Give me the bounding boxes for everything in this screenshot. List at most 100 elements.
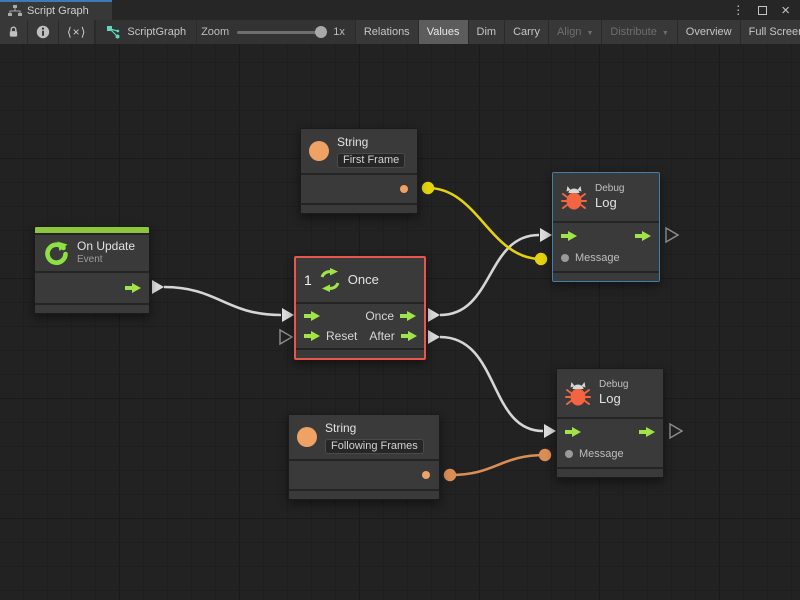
fullscreen-button[interactable]: Full Screen — [740, 20, 800, 44]
wire-once-to-debug1[interactable] — [439, 233, 540, 317]
message-input-port[interactable] — [561, 253, 569, 262]
after-out-port[interactable] — [428, 330, 440, 344]
after-output-arrow[interactable] — [400, 331, 417, 341]
zoom-area: Zoom 1x — [197, 20, 355, 44]
loop-icon — [45, 241, 68, 265]
bug-icon — [565, 382, 591, 406]
align-button[interactable]: Align▼ — [548, 20, 602, 44]
node-string-following-frames[interactable]: String Following Frames — [288, 414, 440, 500]
chevron-down-icon: ▼ — [586, 29, 594, 37]
node-footer — [553, 273, 659, 281]
once-input-arrowhead[interactable] — [282, 308, 294, 322]
node-debug-log-2[interactable]: Debug Log Message — [556, 368, 664, 478]
carry-button[interactable]: Carry — [505, 20, 548, 44]
node-title: String — [337, 134, 369, 149]
string-output-port[interactable] — [422, 471, 430, 479]
tab-script-graph[interactable]: Script Graph — [0, 0, 112, 20]
node-subtitle: Event — [77, 254, 103, 266]
maximize-icon[interactable] — [758, 5, 768, 15]
lock-button[interactable] — [0, 20, 27, 44]
node-once[interactable]: 1 Once Once Reset — [294, 256, 426, 360]
port-label-reset: Reset — [326, 329, 358, 343]
node-footer — [301, 205, 417, 213]
wire-after-to-debug2[interactable] — [439, 335, 544, 433]
node-footer — [35, 305, 149, 313]
event-color-strip — [35, 227, 149, 233]
node-title: Once — [347, 271, 379, 287]
string-value-field[interactable]: Following Frames — [325, 438, 424, 454]
string-value-field[interactable]: First Frame — [337, 152, 406, 168]
graph-window-icon — [8, 5, 22, 16]
debug2-input-arrowhead[interactable] — [544, 424, 556, 438]
debug2-output-port[interactable] — [669, 422, 684, 440]
distribute-button[interactable]: Distribute▼ — [602, 20, 677, 44]
reset-input-arrow[interactable] — [304, 331, 320, 341]
inspect-button[interactable] — [28, 20, 58, 44]
bug-icon — [561, 186, 587, 210]
overview-button[interactable]: Overview — [677, 20, 740, 44]
control-input-arrow[interactable] — [565, 426, 581, 437]
control-output-arrow[interactable] — [639, 426, 655, 437]
orange-wire-start-dot[interactable] — [443, 468, 457, 482]
chevron-down-icon: ▼ — [661, 29, 669, 37]
wire-string1-to-message1[interactable] — [427, 186, 542, 261]
lock-icon — [9, 26, 18, 37]
graph-asset-icon — [107, 26, 120, 39]
close-icon[interactable]: × — [781, 1, 790, 19]
node-title: Log — [595, 194, 617, 210]
tab-title: Script Graph — [27, 5, 89, 17]
window-controls: ⋮ × — [732, 0, 800, 20]
zoom-slider-handle[interactable] — [315, 26, 328, 38]
debug1-input-arrowhead[interactable] — [540, 228, 552, 242]
node-kicker: Debug — [595, 182, 625, 194]
node-title: Log — [599, 390, 621, 406]
message-input-port[interactable] — [565, 449, 573, 458]
breadcrumb[interactable]: ScriptGraph — [96, 20, 197, 44]
port-label-after: After — [369, 329, 395, 343]
node-footer — [296, 350, 424, 358]
once-counter: 1 — [304, 272, 312, 288]
info-icon — [36, 25, 50, 39]
relations-button[interactable]: Relations — [355, 20, 418, 44]
control-input-arrow[interactable] — [304, 311, 320, 321]
title-bar: Script Graph ⋮ × — [0, 0, 800, 20]
recycle-icon — [320, 268, 340, 292]
node-debug-log-1[interactable]: Debug Log Message — [552, 172, 660, 282]
zoom-value: 1x — [333, 26, 345, 38]
node-on-update[interactable]: On Update Event — [34, 226, 150, 314]
port-label-message: Message — [575, 251, 620, 264]
wire-string2-to-message2[interactable] — [449, 453, 546, 477]
node-footer — [557, 469, 663, 477]
yellow-wire-end-dot[interactable] — [534, 252, 548, 266]
dim-button[interactable]: Dim — [468, 20, 505, 44]
control-input-arrow[interactable] — [561, 230, 577, 241]
edit-graph-button[interactable]: ⟨×⟩ — [59, 20, 95, 44]
node-title: String — [325, 420, 357, 435]
once-reset-port[interactable] — [279, 328, 294, 346]
debug1-output-port[interactable] — [665, 226, 680, 244]
wire-layer — [152, 181, 684, 482]
port-label-message: Message — [579, 447, 624, 460]
node-string-first-frame[interactable]: String First Frame — [300, 128, 418, 214]
once-out-port[interactable] — [428, 308, 440, 322]
toolbar: ⟨×⟩ ScriptGraph Zoom 1x Relations Values… — [0, 20, 800, 44]
control-output-arrow[interactable] — [125, 283, 141, 293]
port-label-once: Once — [365, 309, 394, 323]
control-output-arrow[interactable] — [635, 230, 651, 241]
values-button[interactable]: Values — [418, 20, 468, 44]
zoom-slider[interactable] — [237, 26, 328, 38]
yellow-wire-start-dot[interactable] — [421, 181, 435, 195]
orange-wire-end-dot[interactable] — [538, 448, 552, 462]
string-literal-icon — [297, 427, 317, 447]
window-menu-icon[interactable]: ⋮ — [732, 3, 745, 17]
string-literal-icon — [309, 141, 329, 161]
onupdate-output-port[interactable] — [152, 280, 164, 294]
zoom-label: Zoom — [201, 26, 230, 38]
wire-onupdate-to-once[interactable] — [163, 285, 282, 317]
once-output-arrow[interactable] — [400, 311, 416, 321]
node-kicker: Debug — [599, 378, 629, 390]
graph-canvas[interactable]: String First Frame On Update Event — [0, 44, 800, 600]
node-footer — [289, 491, 439, 499]
string-output-port[interactable] — [400, 185, 408, 193]
